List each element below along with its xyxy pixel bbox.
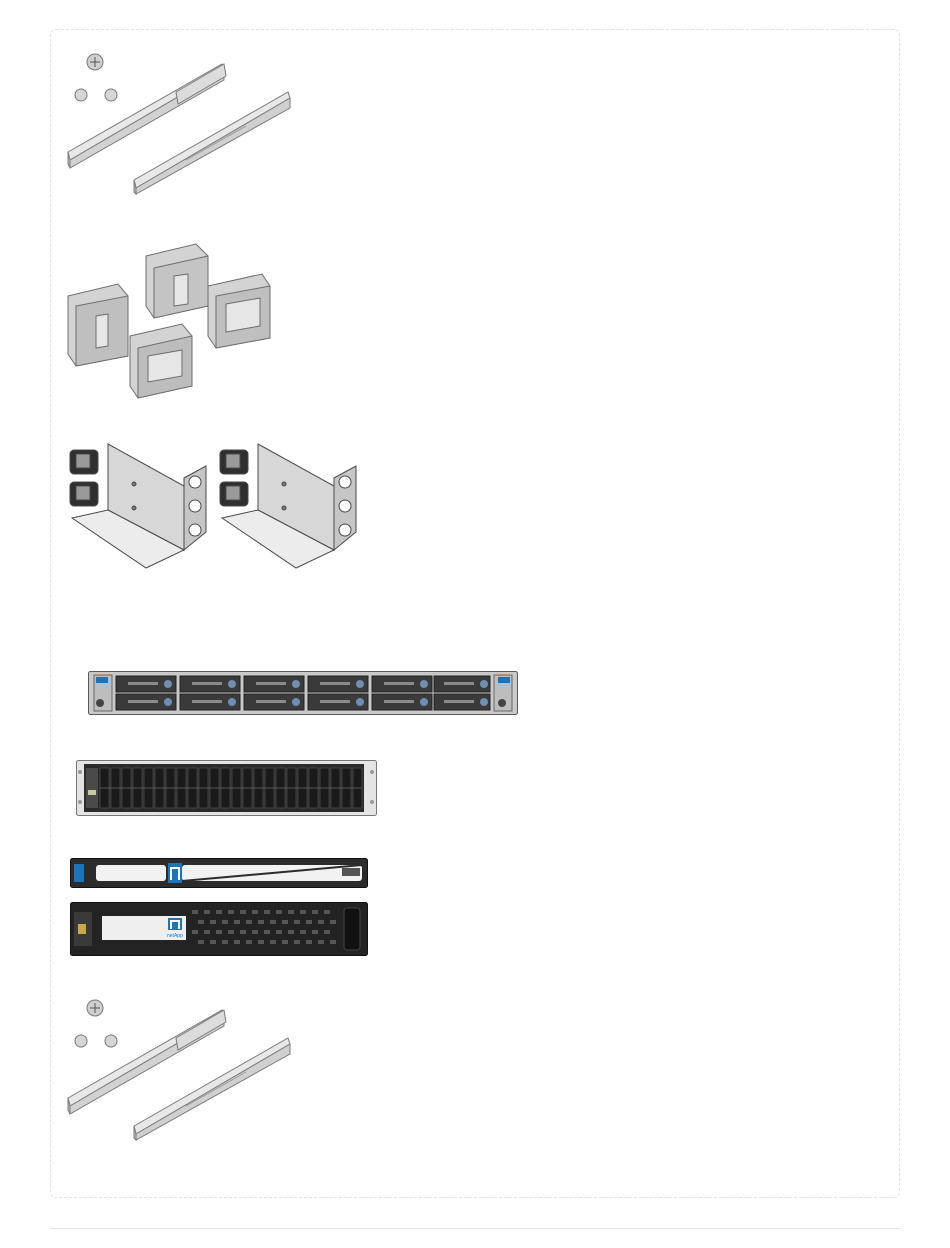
netapp-logo-text: netApp [167,933,183,939]
cable-management-brackets-icon [66,236,276,401]
rail-kit-image-top [66,52,296,197]
bezel-1u-image [70,858,368,888]
bezel-icon [70,858,368,888]
rail-kit-image-bottom [66,998,296,1143]
cable-management-brackets-image [66,236,276,401]
bezel-2u-image: netApp [70,902,368,956]
server-front-panel-image [88,671,518,715]
l-bracket-with-cage-nuts-icon [66,440,366,580]
bezel-icon: netApp [70,902,368,956]
storage-shelf-front-icon [76,760,378,816]
l-brackets-with-cage-nuts-image [66,440,366,580]
rail-kit-with-screws-icon [66,998,296,1143]
rail-kit-with-screws-icon [66,52,296,197]
server-front-panel-icon [88,671,518,715]
storage-shelf-image [76,760,378,816]
page-divider [50,1228,900,1229]
